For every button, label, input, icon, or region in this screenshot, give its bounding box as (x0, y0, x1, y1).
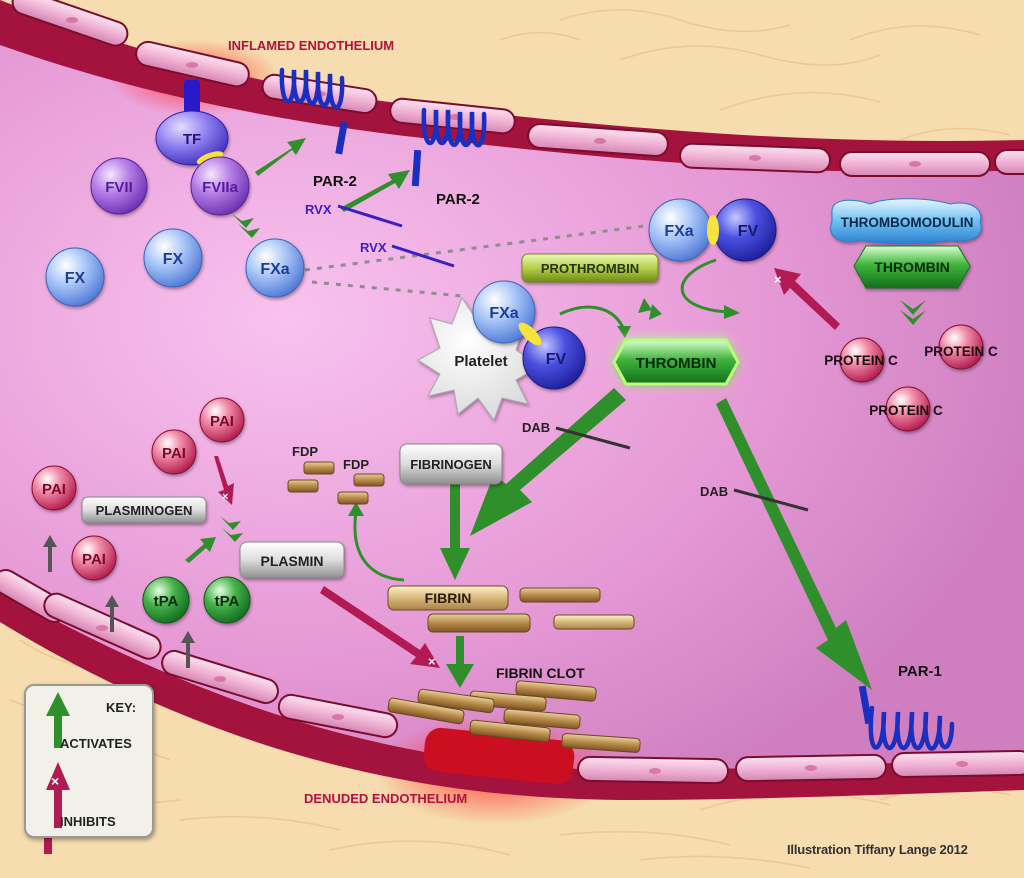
key-title: KEY: (106, 700, 137, 715)
par2-receptor-1 (279, 67, 348, 155)
thrombin-to-par1-arrow (716, 398, 872, 690)
molecule-circles (45, 156, 305, 307)
fviia-label: FVIIa (202, 179, 239, 196)
svg-text:×: × (428, 654, 436, 669)
tpa-circles (142, 576, 251, 624)
denuded-endothelium-label: DENUDED ENDOTHELIUM (304, 791, 467, 806)
rvx-label-1: RVX (305, 202, 332, 217)
denuded-patch (423, 727, 575, 785)
par2-receptor-2 (411, 107, 487, 187)
thrombin-label-central: THROMBIN (636, 355, 717, 372)
fx-circle-2 (45, 247, 105, 307)
par2-label-1: PAR-2 (313, 173, 357, 190)
dab-label-1: DAB (522, 420, 550, 435)
svg-text:×: × (774, 272, 782, 287)
fx-label-1: FX (163, 251, 184, 268)
fxa-label-3: FXa (489, 305, 518, 322)
pai-label-4: PAI (82, 551, 106, 568)
protein-c-label-2: PROTEIN C (924, 344, 998, 359)
fvii-label: FVII (105, 179, 133, 196)
plasminogen-pill (81, 496, 207, 524)
key-inhibit-arrow (46, 762, 70, 828)
platelet-label: Platelet (454, 353, 507, 370)
tf-label: TF (183, 131, 201, 148)
pai-label-3: PAI (42, 481, 66, 498)
fibrin-strands (387, 585, 635, 633)
pai-label-1: PAI (210, 413, 234, 430)
tpa-label-2: tPA (215, 593, 240, 610)
thrombin-central (612, 338, 740, 386)
pai-label-2: PAI (162, 445, 186, 462)
fibrin-clot (387, 680, 641, 753)
fibrinogen-label: FIBRINOGEN (410, 457, 492, 472)
fibrin-clot-label: FIBRIN CLOT (496, 665, 585, 681)
prothrombin-pill (521, 253, 659, 283)
fv-label-1: FV (738, 223, 759, 240)
par1-receptor (858, 685, 955, 751)
bottom-vessel-wall (0, 569, 1024, 800)
fdp-label-2: FDP (343, 457, 369, 472)
fxa-label-2: FXa (664, 223, 693, 240)
top-vessel-wall (0, 0, 1024, 177)
pai-circles (31, 397, 245, 581)
svg-text:×: × (222, 491, 228, 503)
fibrin-label: FIBRIN (425, 590, 472, 606)
fx-label-2: FX (65, 270, 86, 287)
legend-key: × KEY: ACTIVATES INHIBITS (24, 684, 154, 838)
protein-c-label-1: PROTEIN C (824, 353, 898, 368)
protein-c-label-3: PROTEIN C (869, 403, 943, 418)
illustration-credit: Illustration Tiffany Lange 2012 (787, 842, 968, 857)
upregulation-arrows (43, 535, 195, 668)
par1-label: PAR-1 (898, 663, 942, 680)
dab-bars (555, 426, 809, 512)
curved-arrows (353, 258, 729, 582)
inflamed-endothelium-label: INFLAMED ENDOTHELIUM (228, 38, 394, 53)
fxa-fv-complex-platelet (472, 280, 586, 390)
thrombomodulin-label: THROMBOMODULIN (841, 215, 974, 230)
thrombin-to-fibrin-arrow (470, 388, 626, 536)
fibrinogen-pill (399, 443, 503, 485)
plasmin-pill (239, 541, 345, 579)
tpa-label-1: tPA (154, 593, 179, 610)
key-activates: ACTIVATES (60, 736, 132, 751)
key-activate-arrow (46, 692, 70, 748)
key-inhibits: INHIBITS (60, 814, 116, 829)
plasmin-label: PLASMIN (261, 553, 324, 569)
protein-c-circles (839, 324, 984, 432)
fibrin-to-clot-arrow (446, 636, 474, 688)
rvx-bars (337, 204, 455, 268)
fdp-label-1: FDP (292, 444, 318, 459)
fxa-dotted-links (304, 222, 661, 298)
par2-label-2: PAR-2 (436, 191, 480, 208)
plasminogen-label: PLASMINOGEN (96, 503, 193, 518)
fviia-circle (190, 156, 250, 216)
dab-label-2: DAB (700, 484, 728, 499)
fxa-circle-1 (245, 238, 305, 298)
fxa-label-1: FXa (260, 261, 289, 278)
tf-receptor (155, 80, 229, 166)
fv-label-2: FV (546, 351, 567, 368)
fdp-fragments (287, 461, 385, 505)
thrombomodulin-complex (830, 198, 982, 289)
svg-text:×: × (51, 773, 59, 789)
thrombin-label-tm: THROMBIN (874, 259, 949, 275)
fvii-circle (90, 157, 148, 215)
fx-circle-1 (143, 228, 203, 288)
prothrombin-label: PROTHROMBIN (541, 261, 639, 276)
rvx-label-2: RVX (360, 240, 387, 255)
fxa-fv-complex-top (648, 198, 777, 262)
fibrinogen-to-fibrin-arrow (440, 484, 470, 580)
